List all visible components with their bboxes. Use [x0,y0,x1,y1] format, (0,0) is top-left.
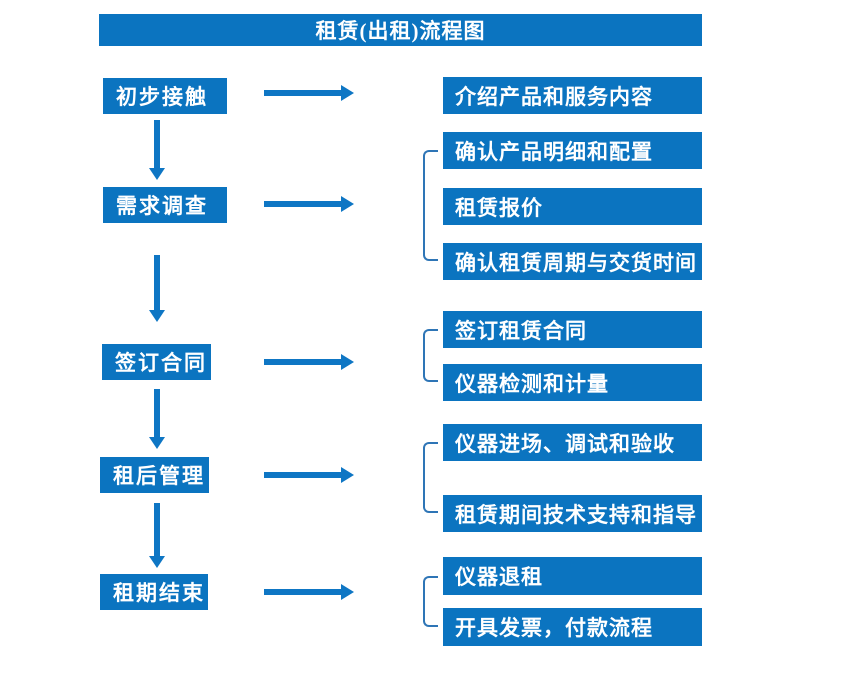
stage-label: 租后管理 [113,464,205,488]
arrow-shaft [264,472,342,478]
detail-label: 签订租赁合同 [455,318,587,343]
arrow-shaft [154,503,160,557]
right-arrow-icon [264,196,354,212]
arrow-shaft [264,359,342,365]
stage-box-post-rental-management: 租后管理 [100,457,209,493]
detail-label: 开具发票，付款流程 [455,616,653,640]
arrow-shaft [154,120,160,169]
group-bracket-sign-contract [423,329,438,382]
group-bracket-demand-survey [423,150,438,261]
flowchart-title-bar: 租赁(出租)流程图 [99,14,702,46]
arrow-head-icon [149,437,165,449]
arrow-shaft [154,255,160,311]
arrow-head-icon [149,556,165,568]
flowchart-title: 租赁(出租)流程图 [315,19,486,43]
detail-box-sign-rental-contract: 签订租赁合同 [443,311,702,348]
arrow-shaft [264,90,342,96]
right-arrow-icon [264,467,354,483]
arrow-shaft [264,201,342,207]
arrow-head-icon [149,168,165,180]
detail-box-invoice-payment: 开具发票，付款流程 [443,608,702,646]
down-arrow-icon [149,255,165,322]
arrow-shaft [264,589,342,595]
detail-label: 仪器检测和计量 [455,371,609,396]
stage-label: 签订合同 [115,351,207,375]
detail-box-instrument-inspection: 仪器检测和计量 [443,364,702,401]
arrow-head-icon [341,85,354,101]
detail-label: 租赁报价 [455,195,543,220]
stage-box-sign-contract: 签订合同 [102,344,211,380]
group-bracket-post-rental [423,442,438,513]
arrow-shaft [154,389,160,438]
detail-box-rental-quotation: 租赁报价 [443,188,702,225]
detail-box-introduce-products: 介绍产品和服务内容 [443,77,702,114]
stage-label: 初步接触 [116,85,208,109]
arrow-head-icon [341,354,354,370]
detail-box-instrument-return: 仪器退租 [443,557,702,595]
stage-label: 需求调查 [116,194,208,218]
detail-label: 确认租赁周期与交货时间 [455,250,697,275]
down-arrow-icon [149,503,165,568]
detail-label: 确认产品明细和配置 [455,139,653,164]
detail-label: 仪器进场、调试和验收 [455,431,675,456]
stage-box-demand-survey: 需求调查 [103,187,227,223]
arrow-head-icon [149,310,165,322]
arrow-head-icon [341,467,354,483]
detail-box-confirm-period-delivery: 确认租赁周期与交货时间 [443,243,702,280]
right-arrow-icon [264,354,354,370]
detail-label: 介绍产品和服务内容 [455,84,653,109]
arrow-head-icon [341,584,354,600]
stage-box-rental-end: 租期结束 [100,574,208,610]
detail-label: 租赁期间技术支持和指导 [455,502,697,527]
down-arrow-icon [149,120,165,180]
right-arrow-icon [264,584,354,600]
stage-box-initial-contact: 初步接触 [103,78,227,114]
stage-label: 租期结束 [113,581,205,605]
detail-box-technical-support: 租赁期间技术支持和指导 [443,495,702,532]
down-arrow-icon [149,389,165,449]
right-arrow-icon [264,85,354,101]
detail-box-confirm-product-config: 确认产品明细和配置 [443,132,702,169]
arrow-head-icon [341,196,354,212]
group-bracket-rental-end [423,576,438,627]
detail-label: 仪器退租 [455,565,543,589]
detail-box-instrument-setup-acceptance: 仪器进场、调试和验收 [443,424,702,461]
